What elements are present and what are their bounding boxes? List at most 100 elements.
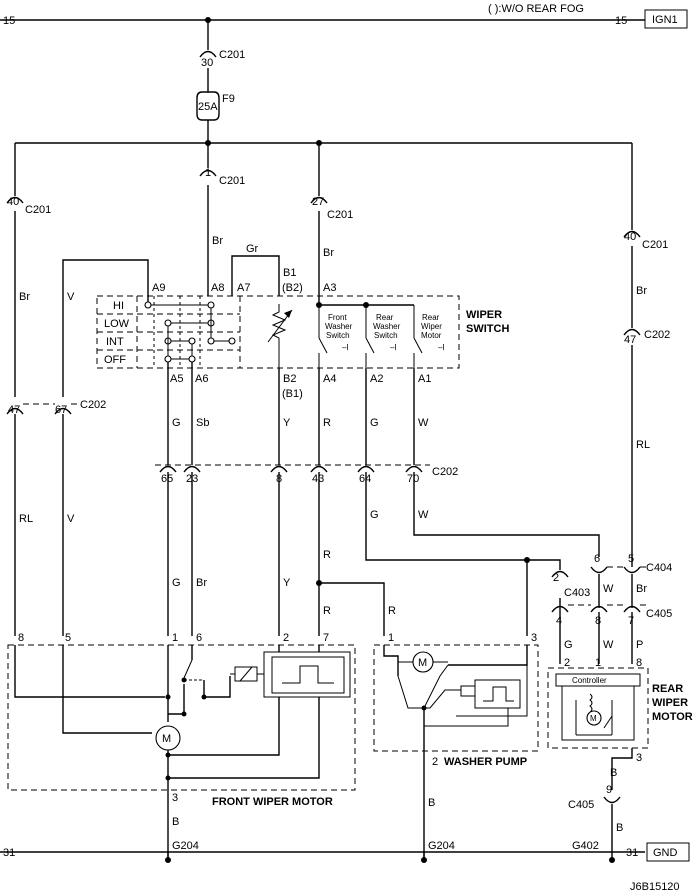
wire-g-c405: G bbox=[564, 639, 573, 651]
ground-g204-pump: G204 bbox=[428, 840, 455, 852]
rwm-pin-2: 2 bbox=[564, 657, 570, 669]
c201-left-name: C201 bbox=[25, 204, 51, 216]
front-wiper-motor-title: FRONT WIPER MOTOR bbox=[212, 796, 333, 808]
c405-pin-8: 8 bbox=[595, 615, 601, 627]
rwm-pin-3: 3 bbox=[636, 752, 642, 764]
c202-pin-43: 43 bbox=[312, 473, 324, 485]
fwm-pin-5: 5 bbox=[65, 632, 71, 644]
wiper-switch-title-2: SWITCH bbox=[466, 323, 509, 335]
c201-top-name: C201 bbox=[219, 49, 245, 61]
wire-r-a4: R bbox=[323, 417, 331, 429]
wire-r-43b: R bbox=[323, 605, 331, 617]
rwm-pin-1: 1 bbox=[595, 657, 601, 669]
c201-a3-pin: 27 bbox=[312, 196, 324, 208]
front-wiper-motor-box bbox=[7, 644, 356, 791]
wire-g-a5: G bbox=[172, 417, 181, 429]
front-washer-switch: Front Washer Switch –I bbox=[318, 305, 353, 354]
c405-top-name: C405 bbox=[646, 608, 672, 620]
washer-pump-box bbox=[373, 644, 539, 752]
wire-v-left-lower: V bbox=[67, 513, 75, 525]
fuse-name: F9 bbox=[222, 93, 235, 105]
front-motor-symbol: M bbox=[162, 733, 171, 745]
fwm-pin-7: 7 bbox=[323, 632, 329, 644]
wire-y-8: Y bbox=[283, 577, 291, 589]
svg-text:Switch: Switch bbox=[326, 331, 350, 340]
switch-pos-low: LOW bbox=[104, 318, 130, 330]
switch-pos-hi: HI bbox=[113, 300, 124, 312]
c201-right-name: C201 bbox=[642, 239, 668, 251]
wire-rl-right: RL bbox=[636, 439, 650, 451]
c202-left-pin-67: 67 bbox=[55, 404, 67, 416]
svg-text:Washer: Washer bbox=[373, 322, 401, 331]
wire-br-left: Br bbox=[19, 291, 30, 303]
rear-controller-label: Controller bbox=[572, 676, 607, 685]
rwm-pin-8: 8 bbox=[636, 657, 642, 669]
front-motor-module bbox=[263, 651, 351, 698]
wire-rl-left: RL bbox=[19, 513, 33, 525]
wire-y-b2: Y bbox=[283, 417, 291, 429]
pin-a6: A6 bbox=[195, 373, 208, 385]
wire-w-c405: W bbox=[603, 639, 614, 651]
c404-name: C404 bbox=[646, 562, 672, 574]
pin-a9: A9 bbox=[152, 282, 165, 294]
wire-b-front: B bbox=[172, 816, 179, 828]
pin-b1: B1 bbox=[283, 267, 296, 279]
washer-relay-coil bbox=[460, 685, 476, 697]
c201-top-pin: 30 bbox=[201, 57, 213, 69]
wire-b-rear2: B bbox=[616, 822, 623, 834]
pin-a3: A3 bbox=[323, 282, 336, 294]
c404-pin-5: 5 bbox=[628, 553, 634, 565]
washer-pump-title: WASHER PUMP bbox=[444, 756, 527, 768]
pin-a5: A5 bbox=[170, 373, 183, 385]
wire-v-left: V bbox=[67, 291, 75, 303]
pin-a8: A8 bbox=[211, 282, 224, 294]
fuse-rating: 25A bbox=[198, 101, 218, 113]
circuit-31-left: 31 bbox=[3, 847, 15, 859]
c202-pin-64: 64 bbox=[359, 473, 371, 485]
ground-g204-front: G204 bbox=[172, 840, 199, 852]
fwm-pin-2: 2 bbox=[283, 632, 289, 644]
rear-wiper-motor-title-2: WIPER bbox=[652, 697, 688, 709]
pin-a1: A1 bbox=[418, 373, 431, 385]
svg-text:–I: –I bbox=[390, 343, 397, 352]
washer-motor-symbol: M bbox=[418, 657, 427, 669]
wire-g-lower: G bbox=[370, 509, 379, 521]
fwm-pin-3: 3 bbox=[172, 792, 178, 804]
svg-text:Washer: Washer bbox=[325, 322, 353, 331]
wire-w-lower: W bbox=[418, 509, 429, 521]
c202-row-name: C202 bbox=[432, 466, 458, 478]
c202-right-pin: 47 bbox=[624, 334, 636, 346]
fwm-pin-8: 8 bbox=[18, 632, 24, 644]
wire-w-a1: W bbox=[418, 417, 429, 429]
c202-pin-70: 70 bbox=[407, 473, 419, 485]
gnd-label: GND bbox=[653, 847, 678, 859]
svg-text:–I: –I bbox=[438, 343, 445, 352]
pin-a2: A2 bbox=[370, 373, 383, 385]
wire-p-c405: P bbox=[636, 639, 643, 651]
wire-br-a3: Br bbox=[323, 247, 334, 259]
wire-r-pump: R bbox=[388, 605, 396, 617]
pin-b1-paren: (B1) bbox=[282, 388, 303, 400]
rear-motor-symbol: M bbox=[590, 714, 597, 723]
ign1-label: IGN1 bbox=[652, 14, 678, 26]
c405-pin-7: 7 bbox=[628, 615, 634, 627]
rear-washer-switch: Rear Washer Switch –I bbox=[365, 305, 401, 354]
c202-left-name: C202 bbox=[80, 399, 106, 411]
wire-br-23: Br bbox=[196, 577, 207, 589]
svg-text:Front: Front bbox=[328, 313, 347, 322]
wire-gr: Gr bbox=[246, 243, 259, 255]
wire-sb-a6: Sb bbox=[196, 417, 209, 429]
svg-text:Rear: Rear bbox=[422, 313, 440, 322]
wire-b-pump: B bbox=[428, 797, 435, 809]
c405-bottom-pin: 9 bbox=[606, 784, 612, 796]
rear-motor bbox=[586, 710, 602, 726]
circuit-15-right: 15 bbox=[615, 15, 627, 27]
wp-pin-3: 3 bbox=[531, 632, 537, 644]
pin-b2-paren: (B2) bbox=[282, 282, 303, 294]
wire-b-rear1: B bbox=[610, 767, 617, 779]
wire-br-mid: Br bbox=[212, 235, 223, 247]
svg-text:Switch: Switch bbox=[374, 331, 398, 340]
c201-mid-name: C201 bbox=[219, 175, 245, 187]
wire-br-right: Br bbox=[636, 285, 647, 297]
